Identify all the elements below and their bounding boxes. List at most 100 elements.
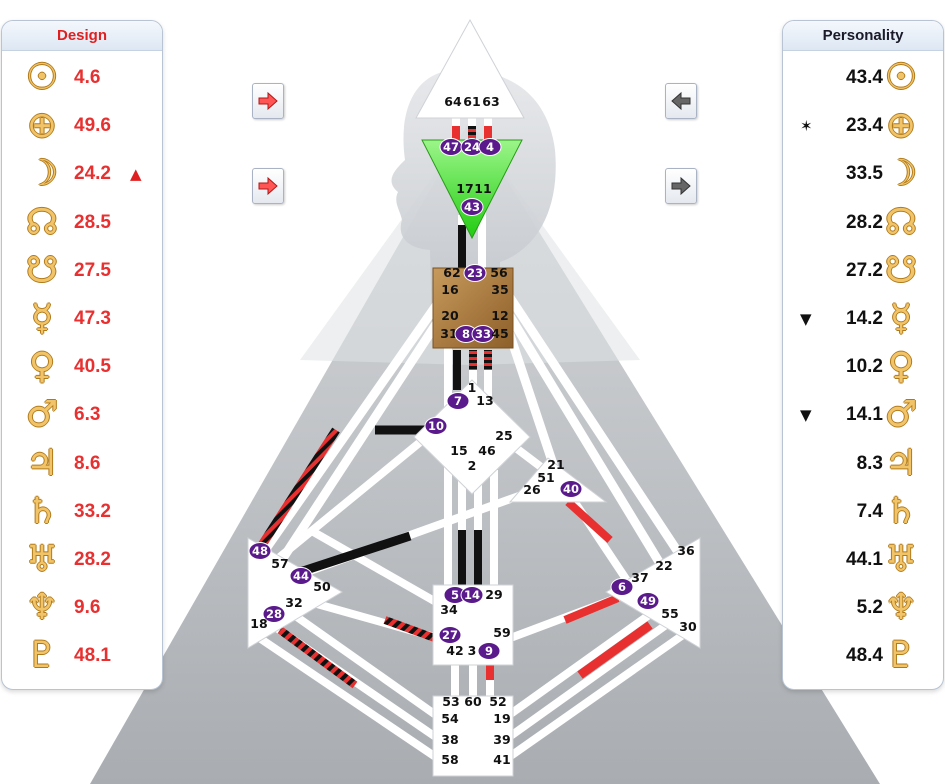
design-value: 8.6 [74,452,101,474]
gate-number[interactable]: 5 [451,588,459,602]
activated-gate-marker[interactable] [463,264,487,282]
design-value: 24.2 [74,163,111,185]
gate-number[interactable]: 48 [252,544,268,558]
moon-icon: ☽ [25,153,59,195]
activated-gate-marker[interactable] [636,592,660,610]
design-value: 40.5 [74,356,111,378]
activated-gate-marker[interactable] [438,626,462,644]
gate-number[interactable]: 4 [486,140,494,154]
activated-gate-marker[interactable] [478,138,502,156]
gate-number[interactable]: 3 [468,643,477,658]
gate-number[interactable]: 63 [482,94,499,109]
gate-number[interactable]: 59 [493,625,510,640]
gate-number[interactable]: 54 [441,711,459,726]
activated-gate-marker[interactable] [460,198,484,216]
gate-number[interactable]: 60 [464,694,482,709]
design-value: 4.6 [74,67,101,88]
gate-number[interactable]: 43 [464,200,480,214]
gate-number[interactable]: 25 [495,428,512,443]
gate-number[interactable]: 64 [444,94,462,109]
gate-number[interactable]: 37 [631,570,648,585]
activated-gate-marker[interactable] [471,325,495,343]
gate-number[interactable]: 47 [443,140,459,154]
gate-number[interactable]: 12 [491,308,508,323]
activated-gate-marker[interactable] [289,567,313,585]
gate-number[interactable]: 35 [491,282,508,297]
activated-gate-marker[interactable] [477,642,501,660]
gate-number[interactable]: 55 [661,606,678,621]
gate-number[interactable]: 32 [285,595,302,610]
gate-number[interactable]: 57 [271,556,288,571]
gate-number[interactable]: 62 [443,265,460,280]
gate-number[interactable]: 23 [467,266,483,280]
gate-number[interactable]: 9 [485,644,493,658]
gate-number[interactable]: 46 [478,443,496,458]
gate-number[interactable]: 45 [491,326,508,341]
gate-number[interactable]: 40 [563,482,579,496]
gate-number[interactable]: 8 [462,327,470,341]
gate-number[interactable]: 24 [464,140,480,154]
gate-number[interactable]: 17 [456,181,473,196]
gate-number[interactable]: 20 [441,308,459,323]
design-arrow-button-1[interactable] [252,83,284,119]
gate-number[interactable]: 51 [537,470,554,485]
gate-number[interactable]: 38 [441,732,458,747]
gate-number[interactable]: 56 [490,265,508,280]
activated-gate-marker[interactable] [460,586,484,604]
gate-number[interactable]: 50 [313,579,331,594]
activated-gate-marker[interactable] [424,417,448,435]
gate-number[interactable]: 1 [468,380,477,395]
gate-number[interactable]: 22 [655,558,672,573]
gate-number[interactable]: 39 [493,732,510,747]
gate-number[interactable]: 2 [468,458,477,473]
activated-gate-marker[interactable] [559,480,583,498]
design-value: 27.5 [74,259,111,281]
gate-number[interactable]: 13 [476,393,493,408]
gate-number[interactable]: 58 [441,752,458,767]
gate-number[interactable]: 44 [293,569,309,583]
gate-number[interactable]: 10 [428,419,444,433]
design-value: 28.5 [74,211,111,233]
gate-number[interactable]: 53 [442,694,459,709]
activated-gate-marker[interactable] [248,542,272,560]
gate-number[interactable]: 28 [266,607,282,621]
gate-number[interactable]: 31 [440,326,457,341]
gate-number[interactable]: 6 [618,580,626,594]
gate-number[interactable]: 18 [250,616,267,631]
neptune-icon: ♆ [25,587,59,629]
gate-number[interactable]: 61 [463,94,480,109]
activated-gate-marker[interactable] [262,605,286,623]
design-value: 47.3 [74,308,111,329]
personality-arrow-button-2[interactable] [665,168,697,204]
gate-number[interactable]: 14 [464,588,480,602]
gate-number[interactable]: 30 [679,619,697,634]
gate-number[interactable]: 27 [442,628,458,642]
design-row: ☿47.3 [2,299,162,339]
gate-number[interactable]: 49 [640,594,656,608]
gate-number[interactable]: 19 [493,711,510,726]
personality-arrow-button-1[interactable] [665,83,697,119]
gate-number[interactable]: 42 [446,643,463,658]
activated-gate-marker[interactable] [610,578,634,596]
gate-number[interactable]: 7 [454,394,462,408]
gate-number[interactable]: 21 [547,457,564,472]
gate-number[interactable]: 41 [493,752,510,767]
gate-number[interactable]: 29 [485,587,502,602]
personality-value: 33.5 [846,163,883,185]
gate-number[interactable]: 16 [441,282,459,297]
gate-number[interactable]: 52 [489,694,506,709]
venus-icon: ♀ [887,346,915,388]
design-row: ♅28.2 [2,540,162,580]
gate-number[interactable]: 34 [440,602,458,617]
design-arrow-button-2[interactable] [252,168,284,204]
gate-number[interactable]: 33 [475,327,491,341]
activated-channels [258,126,653,689]
personality-value: 44.1 [846,549,883,570]
activated-gate-marker[interactable] [446,392,470,410]
design-value: 9.6 [74,597,101,619]
root-center [432,695,514,777]
gate-number[interactable]: 36 [677,543,695,558]
gate-number[interactable]: 11 [474,181,491,196]
gate-number[interactable]: 15 [450,443,467,458]
gate-number[interactable]: 26 [523,482,541,497]
